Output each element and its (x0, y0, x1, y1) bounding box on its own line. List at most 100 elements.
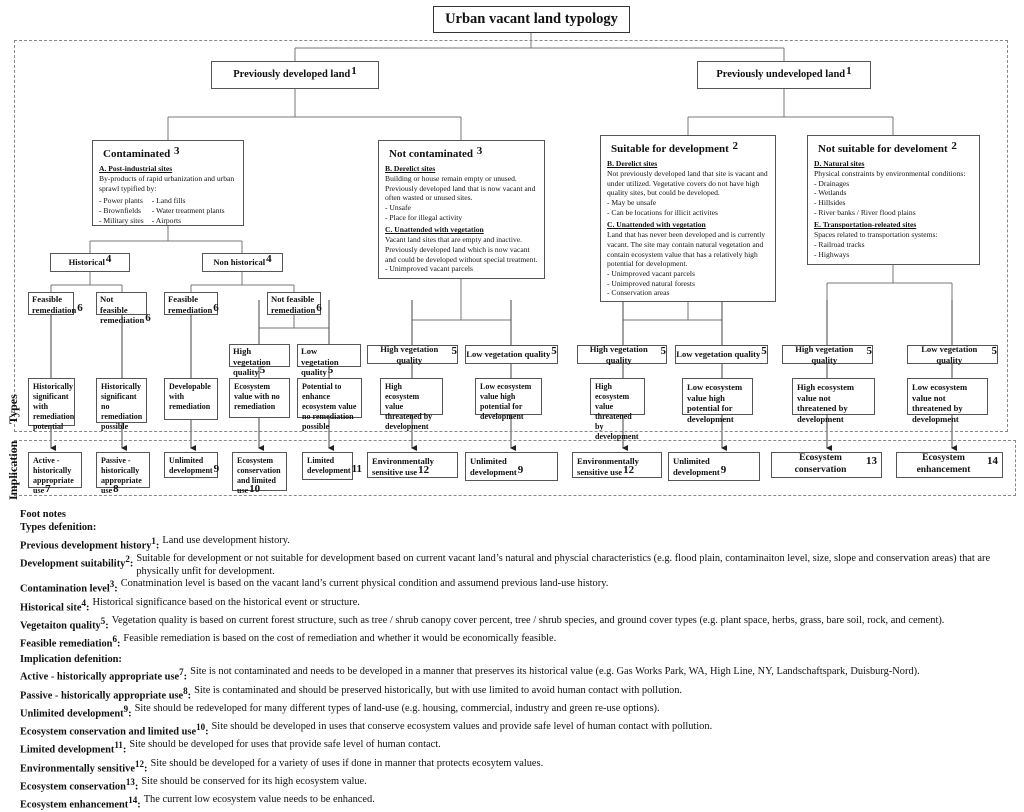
footnote-term-wrap: Ecosystem conservation13: (20, 776, 139, 793)
type-node: Potential to enhance ecosystem value no … (297, 378, 362, 431)
category-node: Feasible remediation6 (28, 292, 83, 315)
footnote-number: 9 (123, 703, 129, 714)
list-item: - Land fills (151, 196, 186, 206)
footnote-entry: Environmentally sensitive12:Site should … (20, 758, 1010, 776)
type-node: Low ecosystem value not threatened by de… (907, 378, 988, 424)
footnote-ref: 7 (45, 483, 51, 495)
footnote-ref: 14 (987, 455, 998, 468)
footnote-ref: 5 (451, 344, 458, 357)
node-heading: Contaminated (103, 148, 171, 160)
category-node: Feasible remediation6 (164, 292, 219, 315)
footnote-number: 3 (109, 579, 115, 590)
implication-node: Unlimited development9 (465, 452, 558, 481)
footnote-ref: 9 (517, 463, 524, 476)
footnote-term-wrap: Active - historically appropriate use7: (20, 667, 188, 683)
footnote-text: Site should be developed in uses that co… (211, 721, 713, 733)
list-item: - Unimproved vacant parcels (385, 264, 473, 274)
footnote-entry: Feasible remediation6:Feasible remediati… (20, 633, 1010, 651)
section-desc: Spaces related to transportation systems… (814, 230, 938, 240)
footnote-number: 12 (134, 758, 144, 769)
list-item: - Unsafe (385, 202, 411, 212)
footnote-term: Environmentally sensitive (20, 763, 135, 775)
types-region (14, 40, 1008, 432)
footnote-number: 14 (128, 795, 138, 806)
footnote-entry: Ecosystem conservation13:Site should be … (20, 776, 1010, 794)
node-label: Unlimited development (470, 456, 517, 477)
implication-node: Unlimited development9 (668, 452, 760, 481)
node-heading: Not contaminated (389, 148, 474, 160)
footnote-number: 2 (125, 553, 130, 564)
footnote-term: Ecosystem conservation and limited use (20, 726, 197, 738)
list-item: - Place for illegal activity (385, 212, 463, 222)
footnote-term-wrap: Passive - historically appropriate use8: (20, 685, 192, 702)
footnote-term: Active - historically appropriate use (20, 671, 180, 683)
implication-region (14, 440, 1016, 496)
section-title: E. Transportation-releated sites (814, 220, 917, 230)
footnote-text: Land use development history. (162, 534, 290, 546)
node-label: Limited development (307, 456, 351, 475)
type-node: Historically significant no remediation … (96, 378, 147, 431)
section-title: B. Derelict sites (385, 164, 436, 174)
type-node: Historically significant with remediatio… (28, 378, 75, 431)
node-label: High vegetation quality (233, 346, 271, 378)
footnote-ref: 6 (77, 301, 83, 314)
implication-label: Implication (6, 440, 20, 500)
footnote-text: Historical significance based on the his… (92, 596, 360, 608)
type-node: Developable with remediation (164, 378, 218, 420)
footnote-number: 11 (114, 740, 123, 751)
section-desc: Building or house remain empty or unused… (385, 173, 536, 203)
footnote-term: Historical site (20, 602, 82, 614)
node-heading: Not suitable for develoment (818, 143, 948, 155)
type-node: High ecosystem value threatened by devel… (590, 378, 645, 441)
list-item: - Can be locations for illicit activites (607, 207, 718, 217)
node-heading-row: Not contaminated 3 (389, 145, 538, 161)
footnote-ref: 5 (551, 344, 557, 357)
node-label: Ecosystem enhancement (916, 453, 971, 475)
implication-node: Environmentally sensitive use12 (572, 452, 662, 478)
footnote-text: Vegetation quality is based on current f… (111, 614, 945, 626)
footnote-entry: Previous development history1:Land use d… (20, 535, 1010, 553)
list-item: - Power plants (99, 196, 143, 206)
list-item: - Wetlands (814, 188, 847, 198)
type-node: High ecosystem value not threatened by d… (792, 378, 875, 424)
node-heading: Suitable for development (611, 143, 729, 155)
footnote-number: 7 (179, 667, 184, 678)
type-node: High ecosystem value threatened by devel… (380, 378, 443, 431)
list-item: - Unimproved vacant parcels (607, 268, 695, 278)
footnote-term: Development suitability (20, 558, 126, 570)
footnote-ref: 12 (418, 463, 430, 476)
node-label: Low vegetation quality (676, 349, 761, 360)
node-label: High vegetation quality (380, 343, 439, 365)
footnote-entry: Limited development11:Site should be dev… (20, 739, 1010, 757)
node-label: Feasible remediation (168, 294, 213, 315)
footnote-term: Ecosystem enhancement (20, 799, 129, 811)
footnote-term: Previous development history (20, 540, 152, 552)
footnote-ref: 4 (105, 252, 112, 265)
node-heading-row: Suitable for development 2 (611, 140, 769, 156)
footnote-entry: Development suitability2:Suitable for de… (20, 553, 1010, 579)
section-desc: Not previously developed land that site … (607, 168, 768, 198)
category-node: Not feasible remediation6 (96, 292, 151, 325)
section-title: C. Unattended with vegetation (385, 225, 484, 235)
implication-node: Passive - historically appropriate use8 (96, 452, 150, 495)
footnote-term-wrap: Environmentally sensitive12: (20, 758, 148, 775)
footnote-term: Unlimited development (20, 708, 124, 720)
list-item: - Conservation areas (607, 288, 670, 298)
footnote-number: 4 (81, 597, 86, 608)
footnote-text: Site should be redeveloped for many diff… (134, 702, 660, 714)
diagram-title: Urban vacant land typology (433, 6, 630, 33)
node-heading-row: Not suitable for develoment 2 (818, 140, 973, 156)
list-item: - Water treatment plants (151, 205, 225, 215)
footnote-ref: 9 (213, 463, 220, 475)
node-label: Non historical (213, 257, 266, 268)
implication-node: Limited development11 (302, 452, 362, 480)
footnotes-heading: Foot notes (20, 509, 66, 520)
footnote-ref: 12 (623, 463, 635, 476)
type-node: Low ecosystem value high potential for d… (475, 378, 542, 421)
node-label: Previously developed land (233, 69, 351, 81)
